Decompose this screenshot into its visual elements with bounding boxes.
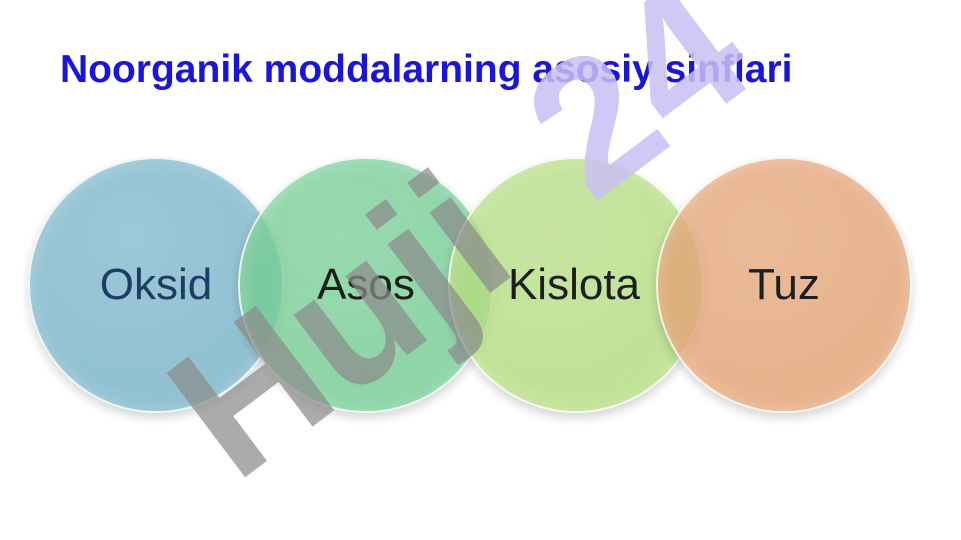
tuz-label: Tuz <box>748 260 820 309</box>
kislota-label: Kislota <box>507 260 641 309</box>
oksid-label: Oksid <box>99 260 213 309</box>
slide-title: Noorganik moddalarning asosiy sinflari <box>60 48 793 91</box>
tuz-circle <box>656 157 912 413</box>
asos-label: Asos <box>317 260 415 309</box>
